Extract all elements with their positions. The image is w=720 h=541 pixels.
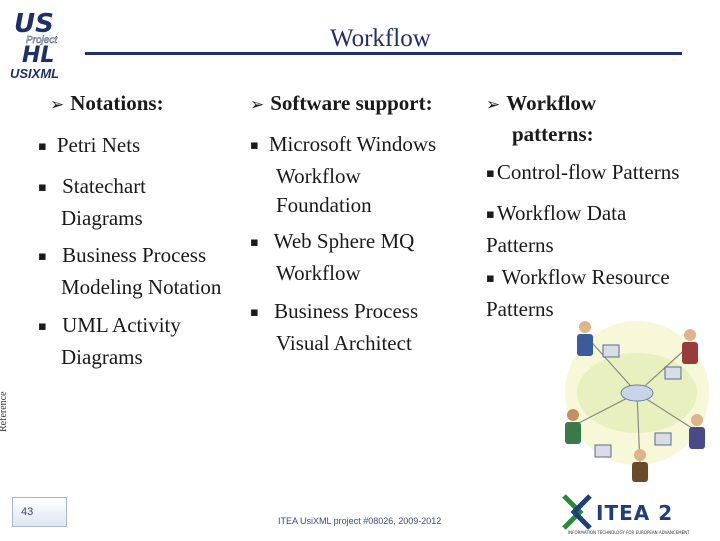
arrow-bullet-icon: ➢ xyxy=(50,95,65,115)
arrow-bullet-icon: ➢ xyxy=(486,95,501,115)
title-underline xyxy=(85,52,682,55)
square-bullet-icon: ▪ xyxy=(38,180,47,195)
notation-item-statechart: ▪ Statechart Diagrams xyxy=(38,174,147,230)
software-item-websphere: ▪ Web Sphere MQ Workflow xyxy=(250,229,415,285)
footer-text: ITEA UsiXML project #08026, 2009-2012 xyxy=(278,516,442,526)
notation-item-bpmn: ▪ Business Process Modeling Notation xyxy=(38,243,222,299)
square-bullet-icon: ▪ xyxy=(486,207,495,222)
arrow-bullet-icon: ➢ xyxy=(250,95,265,115)
itea2-name: ITEA 2 xyxy=(596,501,673,525)
slide-title: Workflow xyxy=(330,25,431,52)
logo-bottom-text: HL xyxy=(22,43,54,68)
pattern-item-data: ▪Workflow Data Patterns xyxy=(486,201,627,257)
page-number-box: 43 xyxy=(12,497,67,527)
notations-heading: ➢Notations: xyxy=(50,91,164,115)
patterns-heading: ➢Workflow patterns: xyxy=(486,91,597,146)
software-item-windows-workflow: ▪Microsoft Windows Workflow Foundation xyxy=(250,132,437,217)
square-bullet-icon: ▪ xyxy=(38,319,47,334)
square-bullet-icon: ▪ xyxy=(250,305,259,320)
square-bullet-icon: ▪ xyxy=(250,235,259,250)
software-item-bpva: ▪ Business Process Visual Architect xyxy=(250,299,419,355)
notation-item-uml-activity: ▪ UML Activity Diagrams xyxy=(38,313,181,369)
usixml-logo: US Project HL USIXML xyxy=(8,6,88,82)
itea2-tagline: INFORMATION TECHNOLOGY FOR EUROPEAN ADVA… xyxy=(568,530,690,535)
workflow-illustration xyxy=(555,305,715,485)
square-bullet-icon: ▪ xyxy=(486,271,495,286)
side-reference-label: Reference xyxy=(0,391,9,432)
usixml-logo-graphic: US Project HL USIXML xyxy=(10,8,84,81)
square-bullet-icon: ▪ xyxy=(38,249,47,264)
logo-middle-text: Project xyxy=(26,35,58,46)
square-bullet-icon: ▪ xyxy=(38,139,47,154)
logo-top-text: US xyxy=(14,9,54,39)
pattern-item-control-flow: ▪Control-flow Patterns xyxy=(486,160,680,184)
network-people-icon xyxy=(565,321,709,482)
pattern-item-resource: ▪ Workflow Resource Patterns xyxy=(486,265,670,321)
logo-brand-text: USIXML xyxy=(10,66,59,81)
square-bullet-icon: ▪ xyxy=(486,166,495,181)
notation-item-petri-nets: ▪Petri Nets xyxy=(38,133,141,157)
software-heading: ➢Software support: xyxy=(250,91,433,115)
itea2-logo-graphic: ITEA 2 INFORMATION TECHNOLOGY FOR EUROPE… xyxy=(562,494,690,535)
itea2-logo: ITEA 2 INFORMATION TECHNOLOGY FOR EUROPE… xyxy=(560,490,720,536)
square-bullet-icon: ▪ xyxy=(250,138,259,153)
